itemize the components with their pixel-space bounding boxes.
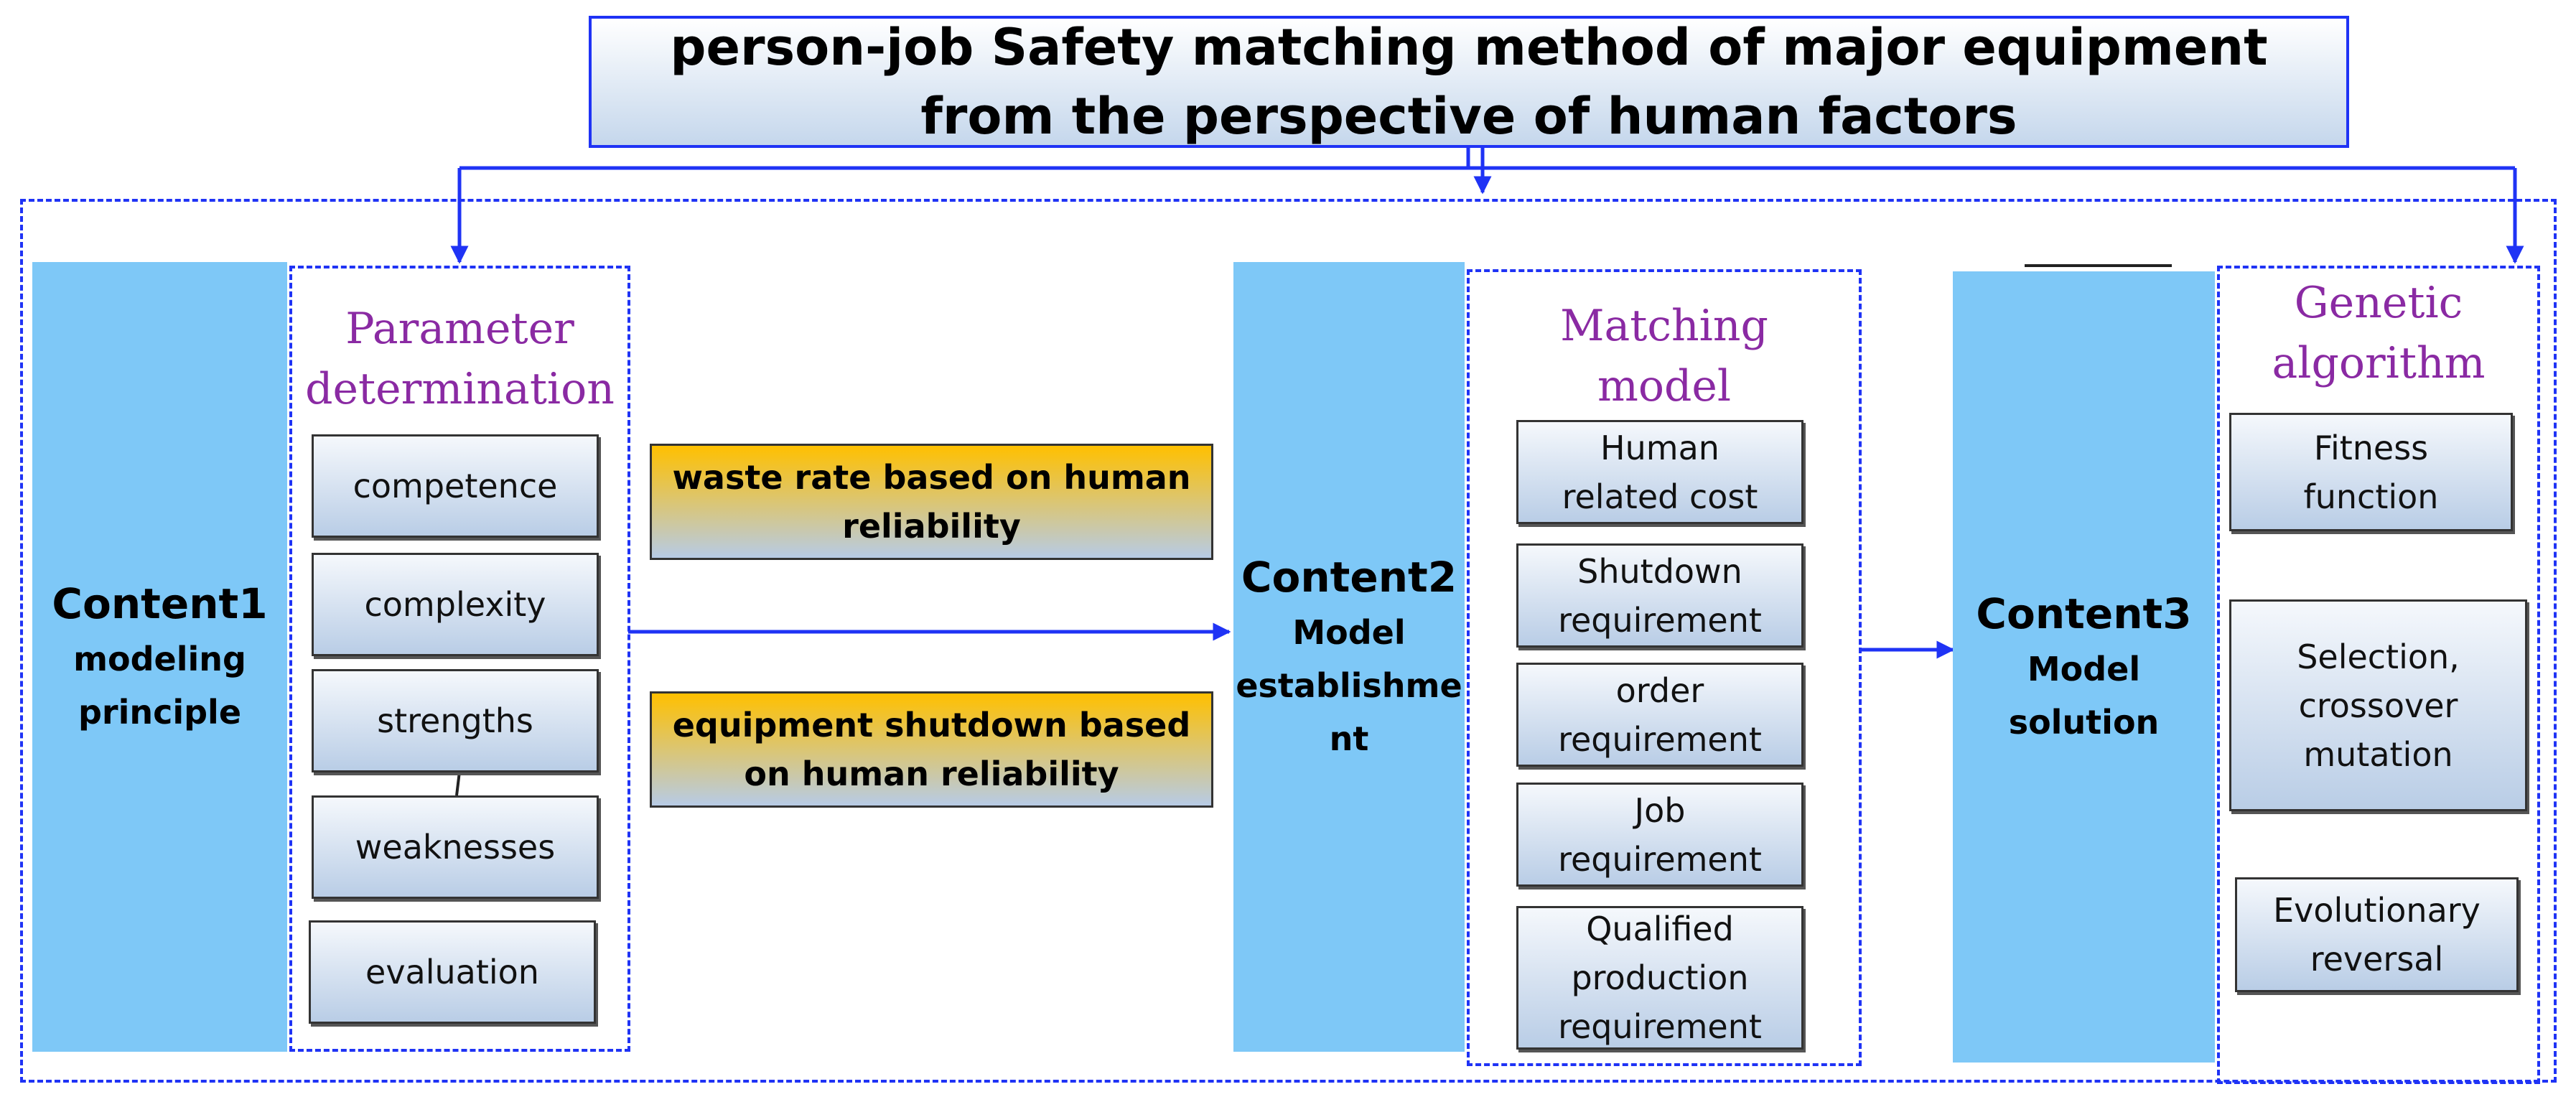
genetic-title: Genetic algorithm <box>2272 278 2486 388</box>
item-link-line <box>455 771 461 796</box>
matching-title: Matching model <box>1560 301 1768 411</box>
parameter-frame <box>289 266 630 1052</box>
content2-heading: Content2 <box>1241 553 1457 602</box>
content3-subtitle: Model solution <box>2008 650 2160 742</box>
genetic-frame <box>2217 266 2540 1084</box>
matching-item: Shutdown requirement <box>1516 543 1803 648</box>
content3-heading: Content3 <box>1976 589 2192 638</box>
matching-item: Qualified production requirement <box>1516 906 1803 1050</box>
parameter-title: Parameter determination <box>305 304 615 414</box>
content1-block: Content1 modeling principle <box>32 262 287 1052</box>
parameter-item: strengths <box>312 669 599 772</box>
waste-rate-note: waste rate based on human reliability <box>650 444 1213 560</box>
content2-block: Content2 Model establishme nt <box>1233 262 1465 1052</box>
content1-heading: Content1 <box>52 579 268 628</box>
genetic-item: Fitness function <box>2229 413 2513 531</box>
parameter-item: complexity <box>312 553 599 656</box>
genetic-item: Evolutionary reversal <box>2235 877 2519 992</box>
outer-dashed-frame <box>20 199 2557 1083</box>
parameter-item: weaknesses <box>312 795 599 899</box>
parameter-item: evaluation <box>309 920 596 1024</box>
matching-item: Human related cost <box>1516 420 1803 524</box>
parameter-item: competence <box>312 434 599 538</box>
content1-subtitle: modeling principle <box>73 640 246 732</box>
matching-item: order requirement <box>1516 663 1803 767</box>
content3-block: Content3 Model solution <box>1953 271 2215 1063</box>
genetic-item: Selection, crossover mutation <box>2229 599 2527 811</box>
diagram-title: person-job Safety matching method of maj… <box>589 16 2349 148</box>
matching-frame <box>1467 269 1862 1066</box>
matching-item: Job requirement <box>1516 783 1803 887</box>
content2-subtitle: Model establishme nt <box>1236 613 1462 758</box>
shutdown-note: equipment shutdown based on human reliab… <box>650 691 1213 808</box>
